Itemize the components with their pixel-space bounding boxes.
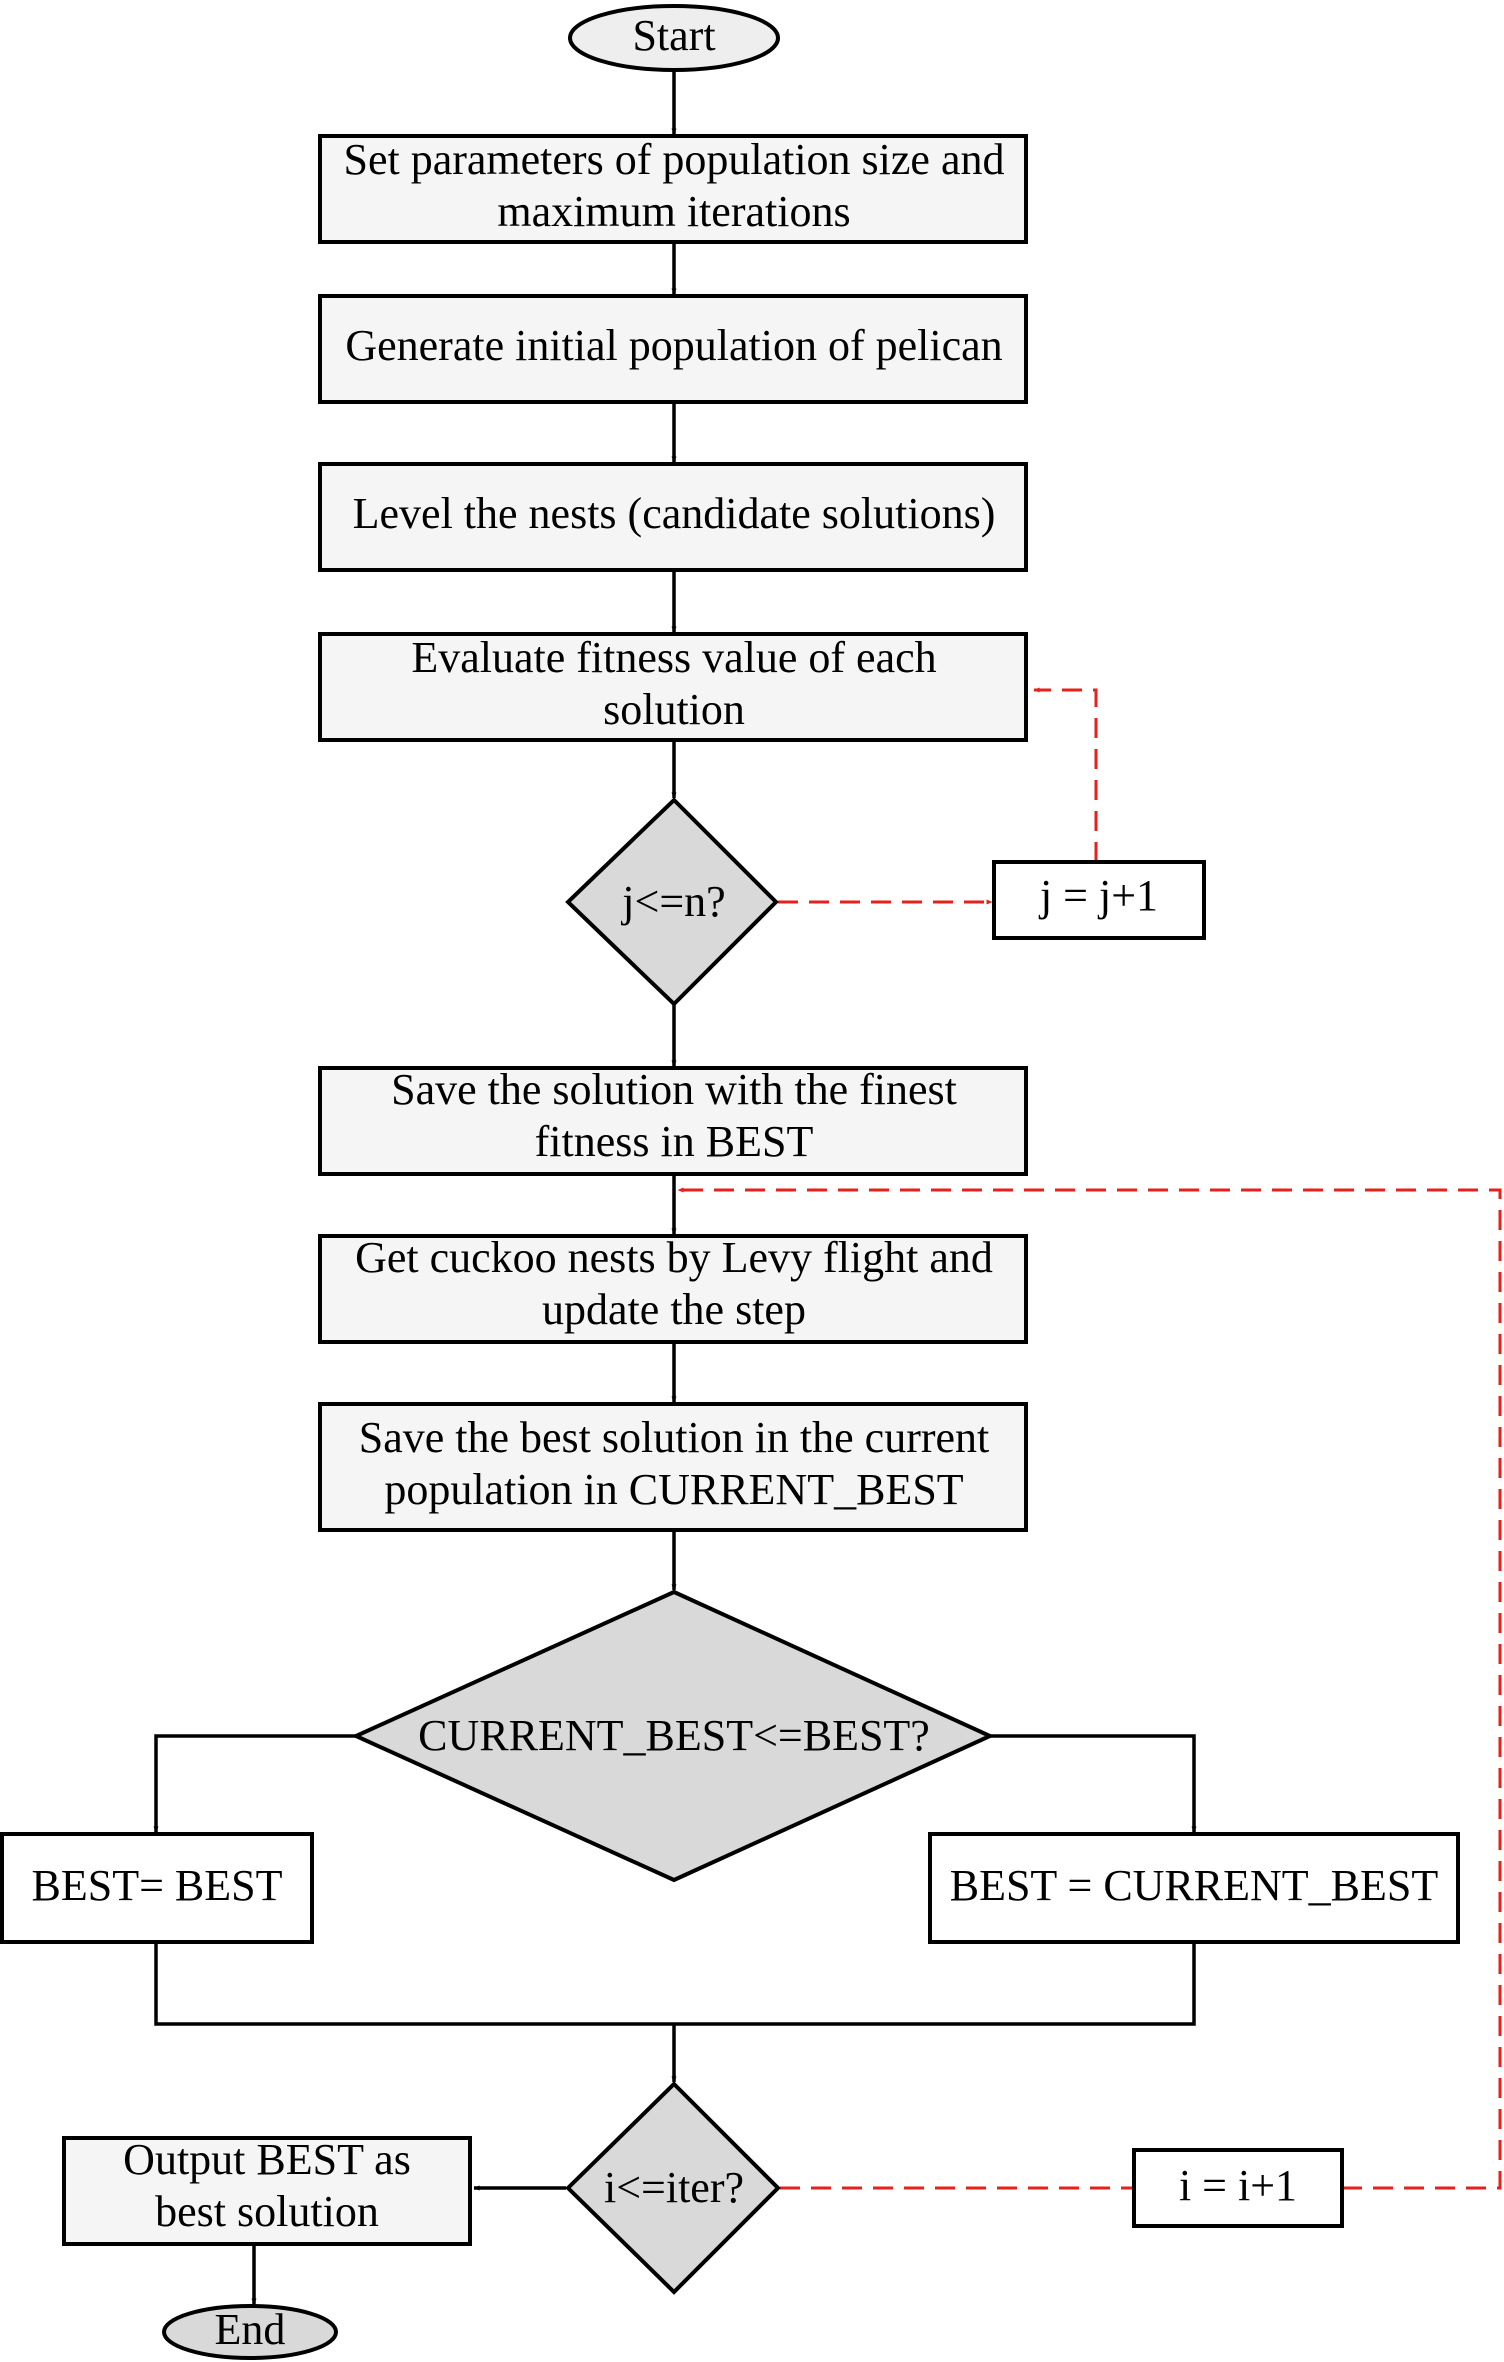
i-increment-rect bbox=[1132, 2148, 1344, 2228]
output-rect bbox=[62, 2136, 472, 2246]
evaluate-fitness-box: Evaluate fitness value of each solution bbox=[318, 632, 1028, 742]
decision-best-label: CURRENT_BEST<=BEST? bbox=[418, 1711, 930, 1760]
arrow-j-increment-to-evaluate bbox=[1033, 687, 1098, 862]
decision-iter-diamond bbox=[565, 2081, 781, 2295]
get-nests-line-2: update the step bbox=[542, 1285, 806, 1334]
generate-population-rect bbox=[318, 294, 1028, 404]
save-current-line-1: Save the best solution in the current bbox=[359, 1413, 990, 1462]
decision-j: j<=n? bbox=[565, 797, 779, 1007]
level-nests-box: Level the nests (candidate solutions) bbox=[318, 462, 1028, 572]
generate-population-box: Generate initial population of pelican bbox=[318, 294, 1028, 404]
j-increment-rect bbox=[992, 860, 1206, 940]
end-oval bbox=[162, 2304, 338, 2360]
get-nests-rect bbox=[318, 1234, 1028, 1344]
output-line-1: Output BEST as bbox=[123, 2135, 411, 2184]
evaluate-fitness-line-1: Evaluate fitness value of each bbox=[411, 633, 936, 682]
level-nests-label: Level the nests (candidate solutions) bbox=[353, 489, 996, 538]
i-increment-box: i = i+1 bbox=[1132, 2148, 1344, 2228]
set-parameters-rect bbox=[318, 134, 1028, 244]
decision-best-diamond bbox=[351, 1589, 995, 1883]
save-best-rect bbox=[318, 1066, 1028, 1176]
best-keep-rect bbox=[0, 1832, 314, 1944]
decision-j-label: j<=n? bbox=[620, 877, 725, 926]
arrow-decision-best-to-keep bbox=[153, 1734, 356, 1833]
arrow-decision-best-to-update bbox=[990, 1734, 1197, 1833]
start-oval bbox=[568, 4, 780, 72]
merge-line bbox=[154, 1942, 1196, 2026]
set-parameters-line-2: maximum iterations bbox=[497, 187, 850, 236]
loop-connectors bbox=[677, 687, 1502, 2190]
best-update-label: BEST = CURRENT_BEST bbox=[950, 1861, 1439, 1910]
best-update-box: BEST = CURRENT_BEST bbox=[928, 1832, 1460, 1944]
best-keep-label: BEST= BEST bbox=[32, 1861, 283, 1910]
evaluate-fitness-rect bbox=[318, 632, 1028, 742]
evaluate-fitness-line-2: solution bbox=[603, 685, 745, 734]
get-nests-box: Get cuckoo nests by Levy flight and upda… bbox=[318, 1233, 1028, 1344]
set-parameters-line-1: Set parameters of population size and bbox=[343, 135, 1004, 184]
save-best-line-1: Save the solution with the finest bbox=[391, 1065, 957, 1114]
best-update-rect bbox=[928, 1832, 1460, 1944]
save-current-rect bbox=[318, 1402, 1028, 1532]
main-flow-connectors bbox=[153, 68, 1197, 2305]
save-best-line-2: fitness in BEST bbox=[535, 1117, 814, 1166]
output-line-2: best solution bbox=[155, 2187, 379, 2236]
generate-population-label: Generate initial population of pelican bbox=[345, 321, 1002, 370]
start-label: Start bbox=[632, 11, 715, 60]
j-increment-box: j = j+1 bbox=[992, 860, 1206, 940]
level-nests-rect bbox=[318, 462, 1028, 572]
arrow-i-increment-to-get-nests bbox=[677, 1187, 1502, 2190]
set-parameters-box: Set parameters of population size and ma… bbox=[318, 134, 1028, 244]
best-keep-box: BEST= BEST bbox=[0, 1832, 314, 1944]
j-increment-label: j = j+1 bbox=[1038, 871, 1158, 920]
save-current-box: Save the best solution in the current po… bbox=[318, 1402, 1028, 1532]
save-best-box: Save the solution with the finest fitnes… bbox=[318, 1065, 1028, 1176]
get-nests-line-1: Get cuckoo nests by Levy flight and bbox=[355, 1233, 993, 1282]
save-current-line-2: population in CURRENT_BEST bbox=[384, 1465, 963, 1514]
decision-best: CURRENT_BEST<=BEST? bbox=[351, 1589, 995, 1883]
end-label: End bbox=[215, 2305, 286, 2354]
decision-iter: i<=iter? bbox=[565, 2081, 781, 2295]
i-increment-label: i = i+1 bbox=[1179, 2161, 1297, 2210]
end-terminal: End bbox=[162, 2304, 338, 2360]
start-terminal: Start bbox=[568, 4, 780, 72]
decision-iter-label: i<=iter? bbox=[604, 2163, 744, 2212]
decision-j-diamond bbox=[565, 797, 779, 1007]
output-box: Output BEST as best solution bbox=[62, 2135, 472, 2246]
